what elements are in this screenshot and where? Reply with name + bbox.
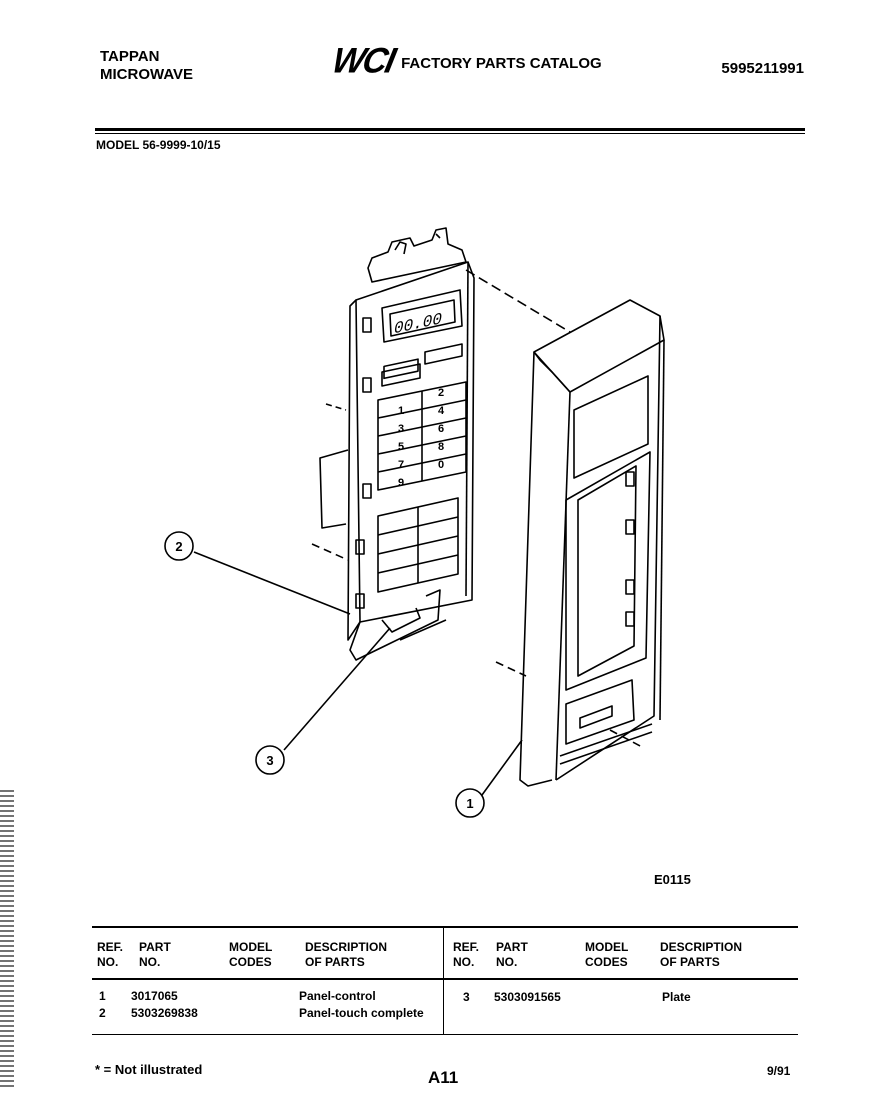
key-6: 6	[438, 423, 444, 435]
key-5: 5	[398, 441, 404, 453]
brand-block: TAPPAN MICROWAVE	[100, 48, 193, 84]
col-ref-no: REF.NO.	[97, 940, 124, 969]
catalog-date: 9/91	[767, 1064, 791, 1078]
row2-ref: 2	[99, 1006, 106, 1020]
row2-part-no: 5303269838	[131, 1006, 198, 1020]
callout-3-circle	[255, 745, 285, 775]
figure-id: E0115	[654, 872, 691, 887]
key-3: 3	[398, 423, 404, 435]
product-type: MICROWAVE	[100, 66, 194, 83]
scan-edge-artifact	[0, 790, 14, 1090]
row2-description: Panel-touch complete	[299, 1006, 424, 1020]
row1-ref: 1	[99, 989, 106, 1003]
callout-1-circle	[455, 788, 485, 818]
key-0: 0	[438, 459, 444, 471]
key-2: 2	[438, 387, 444, 399]
not-illustrated-note: * = Not illustrated	[95, 1062, 203, 1077]
callout-2-label: 2	[175, 539, 182, 554]
catalog-number: 5995211991	[721, 60, 804, 77]
callout-3-label: 3	[266, 753, 273, 768]
catalog-header: WCI FACTORY PARTS CATALOG	[329, 41, 602, 81]
display-readout: 00.00	[394, 310, 442, 338]
row1-part-no: 3017065	[131, 989, 178, 1003]
header-rule-thin	[95, 133, 805, 134]
key-4: 4	[438, 405, 445, 417]
key-1: 1	[398, 405, 404, 417]
table-bottom-rule	[92, 1034, 798, 1035]
table-header-rule	[92, 978, 798, 980]
row3-description: Plate	[662, 990, 691, 1004]
table-divider	[443, 928, 444, 1034]
table-top-rule	[92, 926, 798, 928]
callout-2-circle	[164, 531, 194, 561]
control-panel-assembly	[319, 227, 475, 661]
header-rule	[95, 128, 805, 131]
brand-name: TAPPAN	[100, 48, 160, 65]
catalog-title: FACTORY PARTS CATALOG	[401, 54, 602, 72]
row3-ref: 3	[463, 990, 470, 1004]
col-ref-no-right: REF.NO.	[453, 940, 480, 969]
row1-description: Panel-control	[299, 989, 376, 1003]
row3-part-no: 5303091565	[494, 990, 561, 1004]
page-number: A11	[428, 1068, 459, 1087]
model-number: MODEL 56-9999-10/15	[96, 138, 221, 152]
key-9: 9	[398, 477, 404, 489]
key-8: 8	[438, 441, 444, 453]
callout-1-label: 1	[466, 796, 473, 811]
key-7: 7	[398, 459, 404, 471]
door-frame-panel	[519, 299, 665, 787]
